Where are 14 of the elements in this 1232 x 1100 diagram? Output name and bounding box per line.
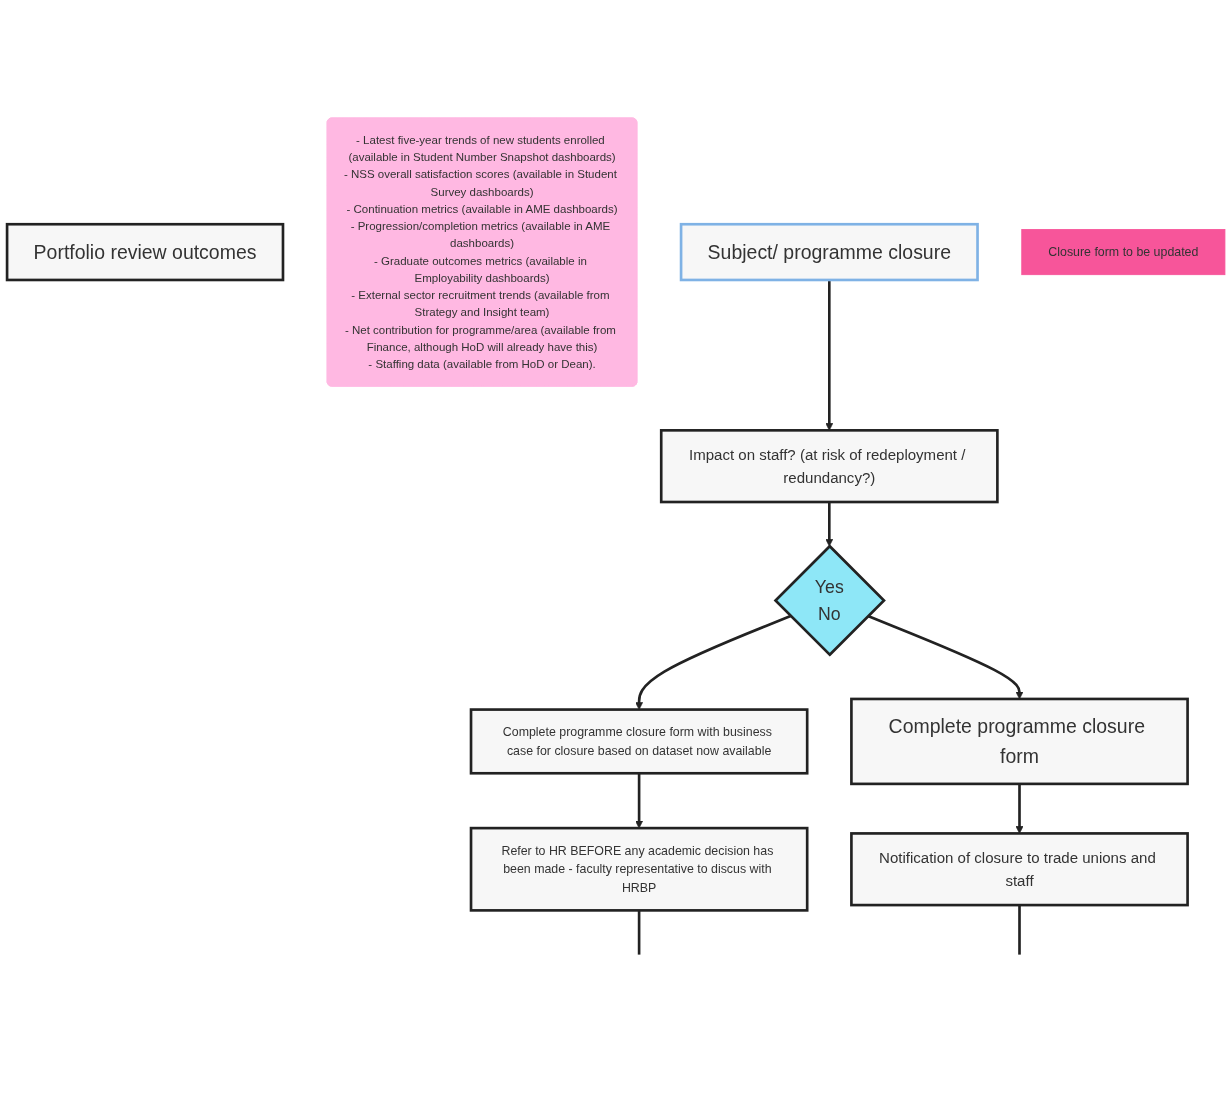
connector (637, 910, 641, 955)
node-box: Notification of closure to trade unions and staff (850, 832, 1189, 907)
node-box: Closure form to be updated (1021, 229, 1226, 276)
node-box: Complete programme closure form (850, 698, 1189, 786)
connector (1018, 905, 1021, 955)
node-box: Complete programme closure form with business case for closure based on dataset now available (469, 708, 809, 775)
arrow (867, 615, 1024, 700)
arrow (825, 502, 834, 547)
node-box: Refer to HR BEFORE any academic decision has been made - faculty representative to discus with HRBP (469, 827, 809, 913)
node-box: Portfolio review outcomes (5, 223, 285, 282)
arrow (635, 773, 643, 829)
node-box: Impact on staff? (at risk of redeployment / redundancy?) (659, 429, 999, 504)
node-diamond: Yes No (773, 544, 886, 657)
node-box: Subject/ programme closure (679, 223, 979, 282)
